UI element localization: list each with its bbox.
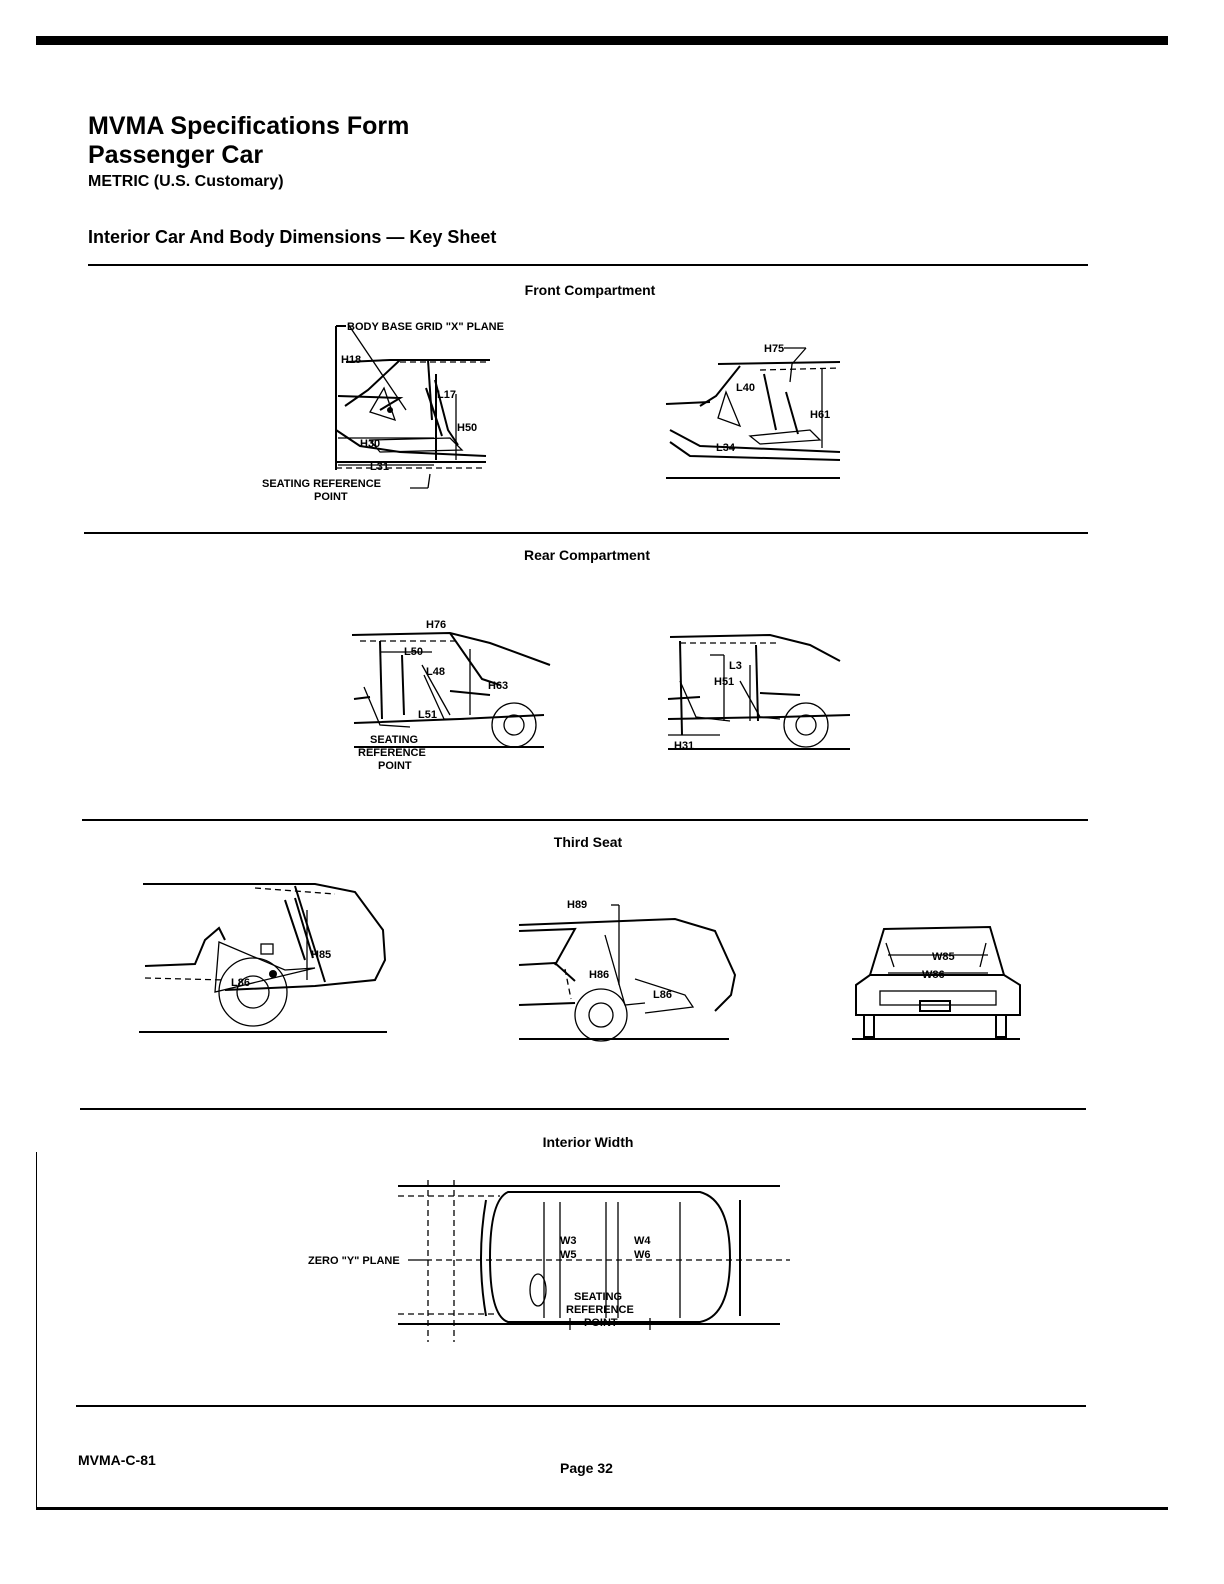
form-title: MVMA Specifications Form bbox=[88, 112, 410, 140]
h75-label: H75 bbox=[764, 343, 784, 355]
front-compartment-title: Front Compartment bbox=[524, 282, 656, 298]
section-rule-5 bbox=[76, 1405, 1086, 1407]
w5-label: W5 bbox=[560, 1249, 577, 1261]
srp-label-line2: POINT bbox=[314, 491, 348, 503]
grid-plane-label: BODY BASE GRID "X" PLANE bbox=[347, 321, 504, 333]
h31-label: H31 bbox=[674, 740, 694, 752]
bottom-border-rule bbox=[36, 1507, 1168, 1510]
l3-label: L3 bbox=[729, 660, 742, 672]
h50-label: H50 bbox=[457, 422, 477, 434]
l40-label: L40 bbox=[736, 382, 755, 394]
form-id: MVMA-C-81 bbox=[78, 1452, 156, 1468]
l48-label: L48 bbox=[426, 666, 445, 678]
h51-label: H51 bbox=[714, 676, 734, 688]
top-border-rule bbox=[36, 36, 1168, 45]
zero-plane-label: ZERO "Y" PLANE bbox=[308, 1255, 400, 1267]
h89-label: H89 bbox=[567, 899, 587, 911]
rear-srp-line3: POINT bbox=[378, 760, 412, 772]
h18-label: H18 bbox=[341, 354, 361, 366]
l51-label: L51 bbox=[418, 709, 437, 721]
units-note: METRIC (U.S. Customary) bbox=[88, 173, 284, 190]
section-rule-4 bbox=[80, 1108, 1086, 1110]
width-srp-line3: POINT bbox=[584, 1317, 618, 1329]
section-heading: Interior Car And Body Dimensions — Key S… bbox=[88, 227, 497, 247]
page-number: Page 32 bbox=[560, 1460, 613, 1476]
section-rule-1 bbox=[88, 264, 1088, 266]
third-seat-diagram-a: H85 L86 bbox=[139, 883, 387, 1033]
l50-label: L50 bbox=[404, 646, 423, 658]
rear-compartment-diagram-b: L3 H51 H31 bbox=[667, 633, 851, 752]
srp-label-line1: SEATING REFERENCE bbox=[262, 478, 381, 490]
third-seat-diagram-c: W85 W86 bbox=[852, 925, 1021, 1040]
interior-width-title: Interior Width bbox=[542, 1134, 634, 1150]
width-srp-line1: SEATING bbox=[574, 1291, 622, 1303]
left-margin-line bbox=[36, 1152, 37, 1509]
h76-label: H76 bbox=[426, 619, 446, 631]
l31-label: L31 bbox=[370, 461, 389, 473]
h86-label: H86 bbox=[589, 969, 609, 981]
rear-srp-line1: SEATING bbox=[370, 734, 418, 746]
rear-compartment-diagram-a: H76 L50 L48 H63 L51 SEATING REFERENCE PO… bbox=[351, 619, 551, 772]
w4-label: W4 bbox=[634, 1235, 651, 1247]
third-seat-diagram-b: H89 H86 L86 bbox=[518, 899, 737, 1042]
h63-label: H63 bbox=[488, 680, 508, 692]
w85-label: W85 bbox=[932, 951, 955, 963]
h85-label: H85 bbox=[311, 949, 331, 961]
l17-label: L17 bbox=[437, 389, 456, 401]
front-compartment-diagram-a: BODY BASE GRID "X" PLANE H18 L17 H50 H30… bbox=[262, 321, 504, 503]
rear-srp-line2: REFERENCE bbox=[358, 747, 426, 759]
w3-label: W3 bbox=[560, 1235, 577, 1247]
h61-label: H61 bbox=[810, 409, 830, 421]
rear-compartment-title: Rear Compartment bbox=[523, 547, 651, 563]
w6-label: W6 bbox=[634, 1249, 651, 1261]
l86-label: L86 bbox=[231, 977, 250, 989]
width-srp-line2: REFERENCE bbox=[566, 1304, 634, 1316]
third-seat-title: Third Seat bbox=[553, 834, 623, 850]
form-subtitle: Passenger Car bbox=[88, 141, 264, 169]
interior-width-diagram: W3 W5 W4 W6 ZERO "Y" PLANE SEATING REFER… bbox=[308, 1180, 790, 1342]
w86-label: W86 bbox=[922, 969, 945, 981]
section-rule-3 bbox=[82, 819, 1088, 821]
section-rule-2 bbox=[84, 532, 1088, 534]
l86-label-b: L86 bbox=[653, 989, 672, 1001]
front-compartment-diagram-b: H75 L40 H61 L34 bbox=[665, 343, 841, 479]
l34-label: L34 bbox=[716, 442, 736, 454]
h30-label: H30 bbox=[360, 438, 380, 450]
